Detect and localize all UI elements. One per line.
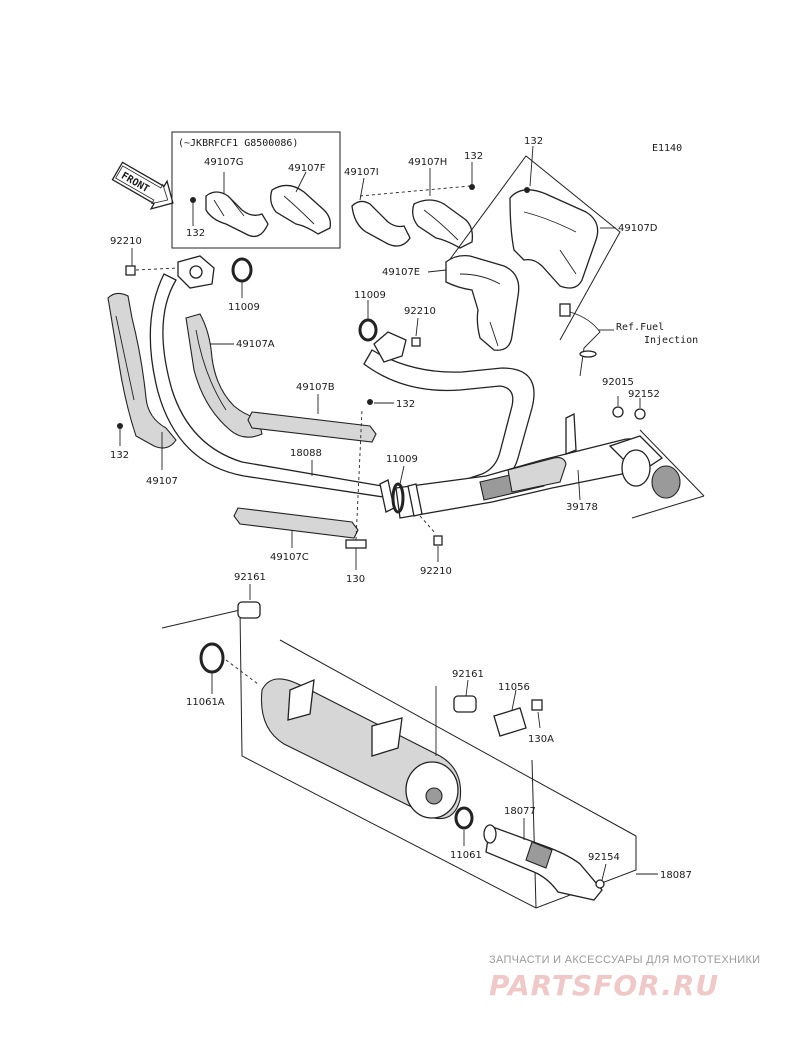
label-11056: 11056	[498, 682, 530, 693]
label-18077: 18077	[504, 806, 536, 817]
label-92154: 92154	[588, 852, 620, 863]
label-130a: 130A	[528, 734, 554, 745]
heat-shield-49107	[107, 292, 177, 449]
label-49107c: 49107C	[270, 552, 309, 563]
label-18087: 18087	[660, 870, 692, 881]
label-92210-left: 92210	[110, 236, 142, 247]
gasket-11061	[454, 806, 474, 830]
diagram-code: E1140	[652, 143, 682, 154]
covers-upper: 49107I 49107H 132	[344, 151, 483, 249]
label-18088: 18088	[290, 448, 322, 459]
label-49107: 49107	[146, 476, 178, 487]
flange-mid	[373, 331, 407, 363]
heat-shields-left: 49107A 132 49107	[107, 292, 275, 487]
bolt-130a	[531, 699, 543, 711]
mount-bracket	[287, 678, 315, 721]
sensor-boss	[565, 412, 577, 455]
watermark-caption: ЗАПЧАСТИ И АКСЕССУАРЫ ДЛЯ МОТОТЕХНИКИ	[489, 954, 760, 966]
outlet-flange	[621, 449, 651, 487]
label-132-inset: 132	[186, 228, 205, 239]
nut-92210-left	[125, 265, 136, 276]
bolt-132-left	[117, 423, 123, 429]
gasket-11009	[391, 482, 405, 514]
cover-49107g	[205, 191, 269, 238]
heat-shield-49107c: 49107C 130	[233, 409, 367, 585]
label-92152: 92152	[628, 389, 660, 400]
label-132-b: 132	[396, 399, 415, 410]
bolt-130	[345, 539, 367, 549]
joint-gasket: 11009 92210	[379, 454, 452, 577]
bracket-11056	[493, 707, 527, 737]
covers-right: 132 49107D 49107E	[382, 136, 658, 351]
label-49107b: 49107B	[296, 382, 335, 393]
label-92161-top: 92161	[234, 572, 266, 583]
watermark-logo: PARTSFOR.RU	[489, 969, 719, 1002]
watermark: ЗАПЧАСТИ И АКСЕССУАРЫ ДЛЯ МОТОТЕХНИКИ PA…	[489, 954, 760, 1002]
label-92210-mid: 92210	[404, 306, 436, 317]
label-49107d: 49107D	[618, 223, 658, 234]
gasket-11009-left	[231, 257, 253, 283]
cover-49107i	[351, 200, 411, 247]
label-49107g: 49107G	[204, 157, 244, 168]
label-11009-gasket: 11009	[386, 454, 418, 465]
rubber-92161-top	[237, 601, 261, 619]
bolt-132-top	[469, 184, 475, 190]
left-flange: 92210 11009	[110, 236, 260, 313]
label-49107f: 49107F	[288, 163, 326, 174]
bolt-92154	[595, 879, 605, 889]
rear-outlet: 39178 Ref.Fuel Injection 92015 92152	[559, 303, 705, 519]
o2-connector	[559, 303, 571, 317]
front-arrow-icon: FRONT	[111, 161, 174, 210]
label-11061: 11061	[450, 850, 482, 861]
header-pipe-18088: 11009 92210 18088	[149, 273, 645, 519]
label-49107i: 49107I	[344, 167, 379, 178]
inset-note: (~JKBRFCF1 G8500086)	[178, 138, 298, 149]
gasket-11009-mid	[358, 318, 378, 342]
label-49107a: 49107A	[236, 339, 275, 350]
bolt-132-inset	[190, 197, 196, 203]
cover-49107h	[412, 199, 474, 249]
ref-note-line1: Ref.Fuel	[616, 322, 664, 333]
label-132-left: 132	[110, 450, 129, 461]
bolt-132-b	[367, 399, 373, 405]
label-49107e: 49107E	[382, 267, 420, 278]
rubber-92161-right	[453, 695, 477, 713]
label-92210-bottom: 92210	[420, 566, 452, 577]
nut-92210-mid	[411, 337, 421, 347]
gasket-11061a	[199, 642, 225, 674]
label-49107h: 49107H	[408, 157, 447, 168]
nut-92210-bottom	[433, 535, 443, 546]
label-130: 130	[346, 574, 365, 585]
label-11009-left: 11009	[228, 302, 260, 313]
bolt-132-topright	[524, 187, 530, 193]
ref-note-line2: Injection	[644, 335, 698, 346]
label-92161-right: 92161	[452, 669, 484, 680]
washer-92152	[634, 408, 646, 420]
heat-shield-49107a	[185, 313, 263, 438]
label-132-top: 132	[464, 151, 483, 162]
cover-49107d	[509, 189, 599, 289]
label-11009-mid: 11009	[354, 290, 386, 301]
cover-49107e	[445, 254, 520, 351]
washer-92015	[612, 406, 624, 418]
label-39178: 39178	[566, 502, 598, 513]
heat-shield-49107b: 49107B 132	[247, 382, 415, 443]
o2-sensor	[579, 350, 597, 358]
inset-box: (~JKBRFCF1 G8500086) 132 49107G 49107F	[171, 131, 341, 249]
label-132-topright: 132	[524, 136, 543, 147]
label-92015: 92015	[602, 377, 634, 388]
muffler-assembly-18087: 92161 11061A 92161 11056 130A 11061	[161, 572, 692, 909]
label-11061a: 11061A	[186, 697, 225, 708]
cover-49107f	[270, 184, 332, 235]
